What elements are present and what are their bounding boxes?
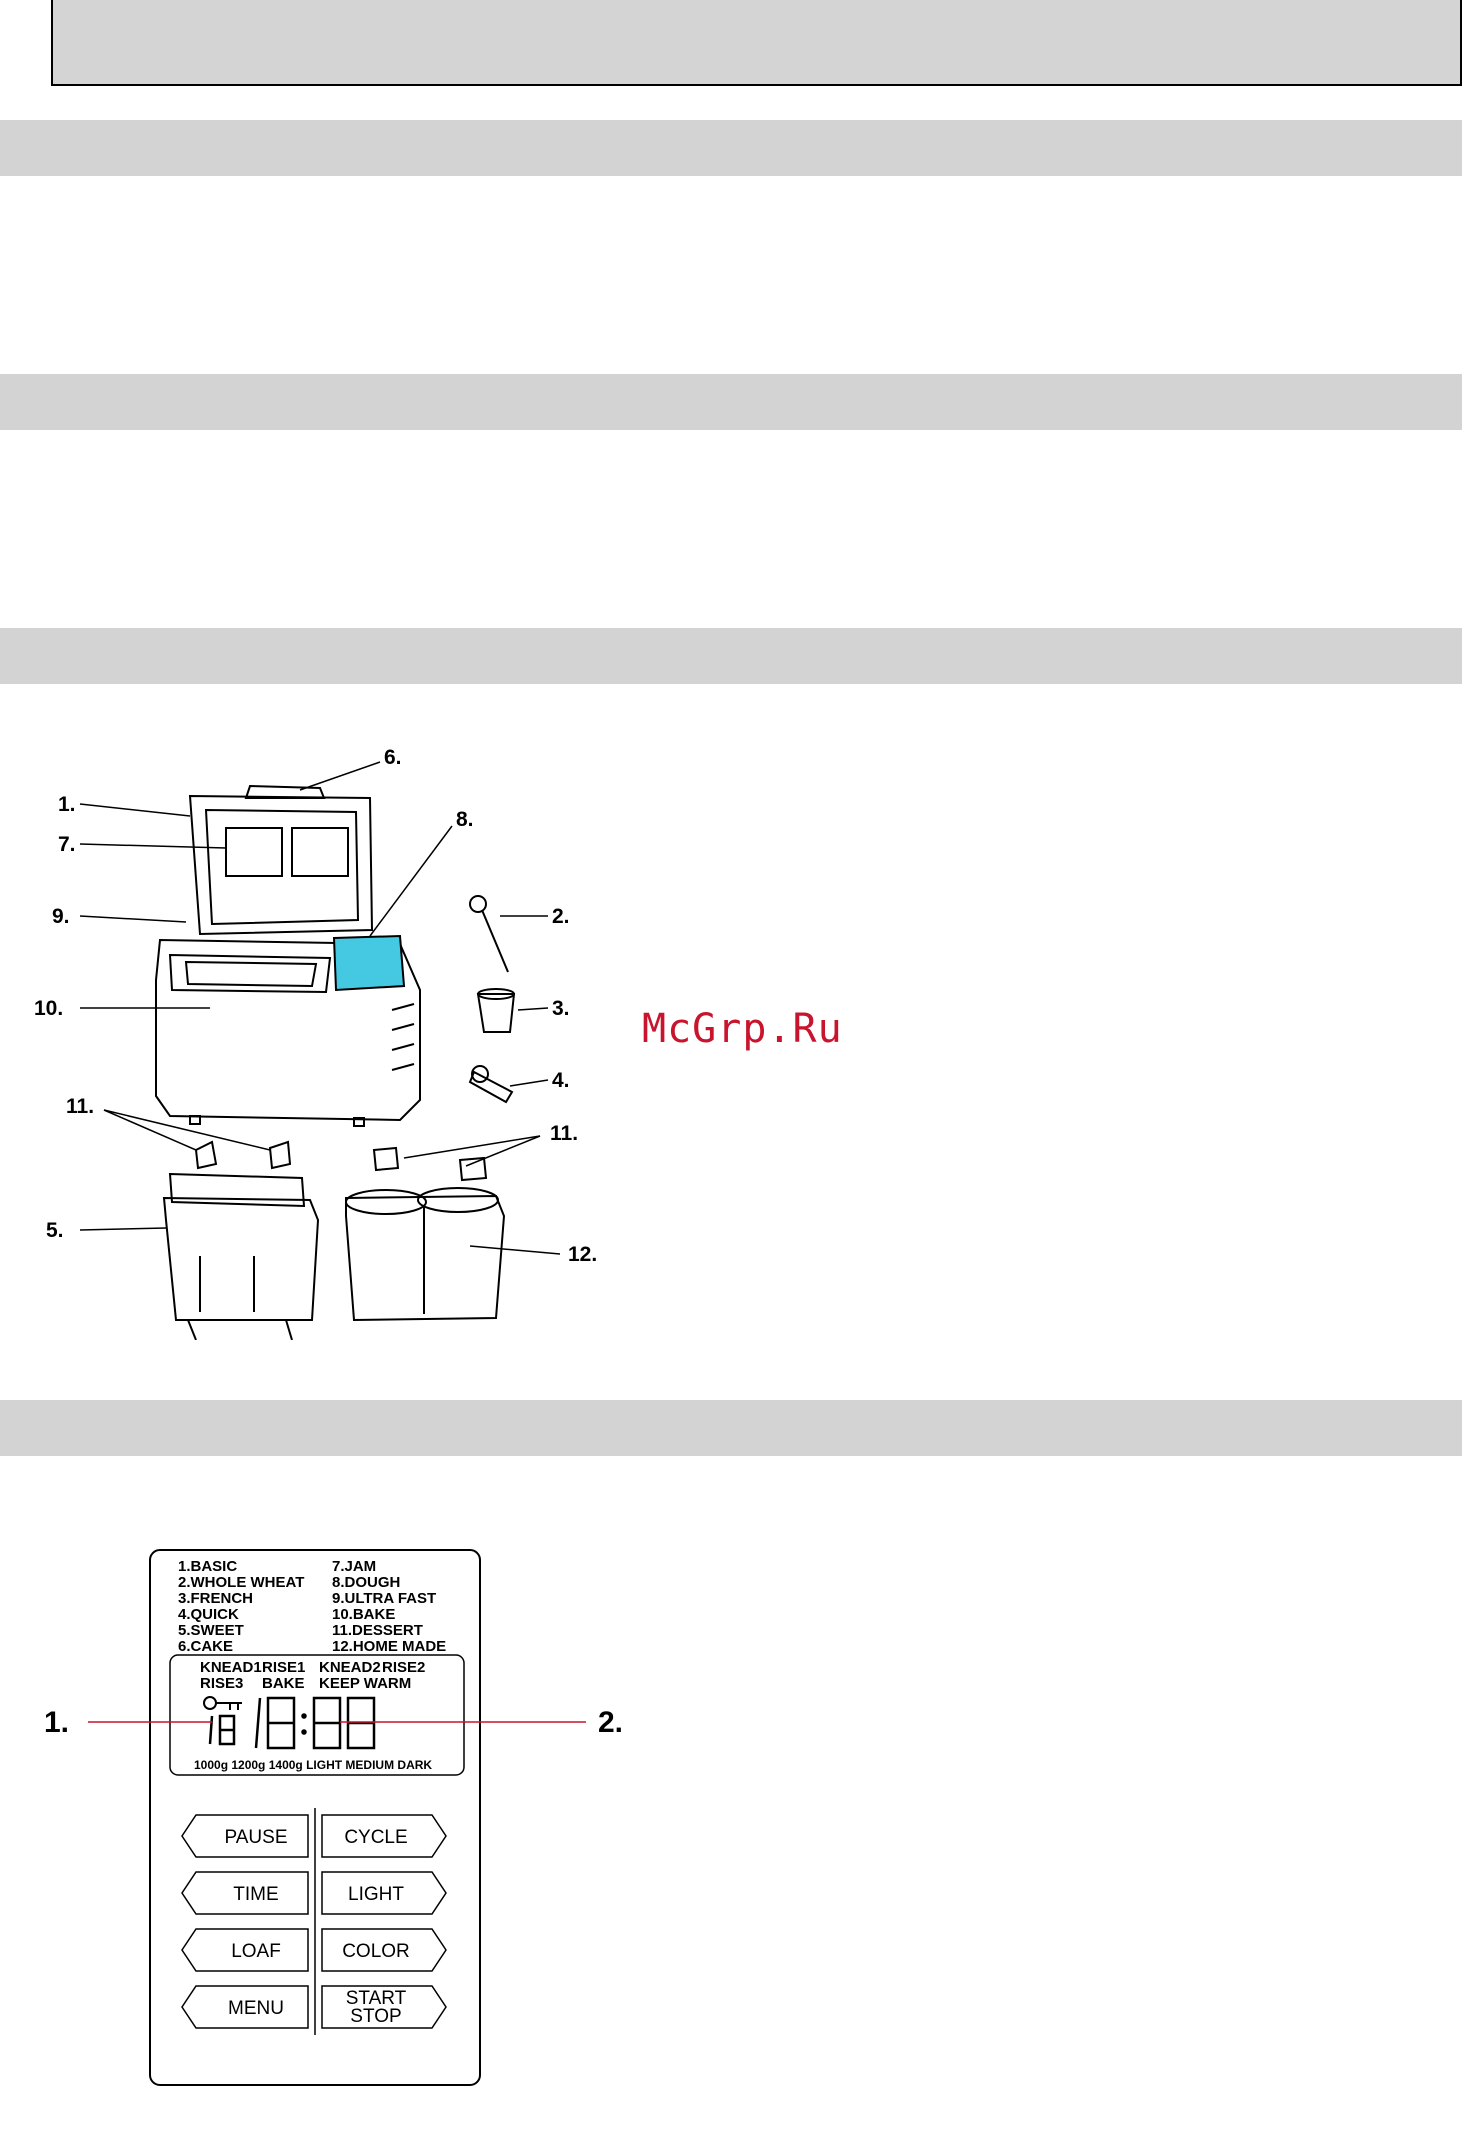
light-label: LIGHT (348, 1884, 404, 1905)
machine-body (155, 938, 421, 1122)
callout-5: 5. (46, 1219, 64, 1242)
panel-outline (149, 1549, 481, 2086)
panel-callout-1: 1. (44, 1706, 69, 1739)
loaf-button[interactable] (181, 1928, 309, 1972)
control-panel-diagram: 1.BASIC 2.WHOLE WHEAT 3.FRENCH 4.QUICK 5… (44, 1549, 623, 2086)
callout-11-right: 11. (550, 1122, 578, 1145)
pause-label: PAUSE (224, 1827, 287, 1848)
lcd-loaf-color-row: 1000g 1200g 1400g LIGHT MEDIUM DARK (194, 1758, 432, 1772)
lcd-rise1: RISE1 (262, 1659, 305, 1676)
section-band-3 (0, 628, 1462, 684)
loaf-label: LOAF (231, 1941, 281, 1962)
parts-diagram: 1. 2. 3. 4. 5. 6. 7. 8. 9. 10. 11. 11. 1… (34, 746, 597, 1340)
menu-button[interactable] (181, 1985, 309, 2029)
callout-8: 8. (456, 808, 474, 831)
callout-1: 1. (58, 793, 76, 816)
lcd-rise3: RISE3 (200, 1675, 243, 1692)
baking-pan-single (162, 1196, 320, 1321)
panel-callout-2: 2. (598, 1706, 623, 1739)
menu-item-4: 4.QUICK (178, 1606, 239, 1623)
section-band-1 (0, 120, 1462, 176)
lcd-keep-warm: KEEP WARM (319, 1675, 411, 1692)
color-label: COLOR (342, 1941, 410, 1962)
lcd-knead1: KNEAD1 (200, 1659, 262, 1676)
lcd-rise2: RISE2 (382, 1659, 425, 1676)
control-panel-area (332, 934, 406, 992)
menu-item-8: 8.DOUGH (332, 1574, 400, 1591)
hook-remover (468, 1070, 514, 1104)
callout-6: 6. (384, 746, 402, 769)
callout-7: 7. (58, 833, 76, 856)
lcd-knead2: KNEAD2 (319, 1659, 381, 1676)
start-stop-button[interactable] (321, 1985, 447, 2029)
lcd-digits (208, 1696, 376, 1750)
callout-4: 4. (552, 1069, 570, 1092)
time-label: TIME (233, 1884, 278, 1905)
menu-item-7: 7.JAM (332, 1558, 376, 1575)
menu-label: MENU (228, 1998, 284, 2019)
pause-button[interactable] (181, 1814, 309, 1858)
menu-item-2: 2.WHOLE WHEAT (178, 1574, 304, 1591)
cycle-label: CYCLE (344, 1827, 407, 1848)
callout-12: 12. (568, 1243, 597, 1266)
cycle-button[interactable] (321, 1814, 447, 1858)
measuring-spoon (469, 895, 487, 913)
lcd-bake: BAKE (262, 1675, 305, 1692)
menu-item-10: 10.BAKE (332, 1606, 395, 1623)
menu-item-5: 5.SWEET (178, 1622, 244, 1639)
kneading-paddle-left (194, 1140, 218, 1170)
section-band-2 (0, 374, 1462, 430)
callout-11-left: 11. (66, 1095, 94, 1118)
menu-item-6: 6.CAKE (178, 1638, 233, 1655)
callout-2: 2. (552, 905, 570, 928)
callout-10: 10. (34, 997, 63, 1020)
header-box (51, 0, 1462, 86)
kneading-paddle-right (372, 1146, 400, 1172)
lcd-display (169, 1654, 465, 1776)
callout-9: 9. (52, 905, 70, 928)
key-icon (203, 1696, 242, 1710)
time-button[interactable] (181, 1871, 309, 1915)
watermark: McGrp.Ru (642, 1006, 843, 1052)
menu-item-1: 1.BASIC (178, 1558, 237, 1575)
menu-item-9: 9.ULTRA FAST (332, 1590, 436, 1607)
start-label: START (346, 1988, 407, 2009)
light-button[interactable] (321, 1871, 447, 1915)
color-button[interactable] (321, 1928, 447, 1972)
measuring-cup (476, 993, 516, 1033)
menu-item-11: 11.DESSERT (332, 1622, 423, 1639)
section-band-4 (0, 1400, 1462, 1456)
callout-3: 3. (552, 997, 570, 1020)
menu-item-12: 12.HOME MADE (332, 1638, 446, 1655)
menu-item-3: 3.FRENCH (178, 1590, 253, 1607)
viewing-window (225, 827, 283, 877)
stop-label: STOP (350, 2006, 401, 2027)
